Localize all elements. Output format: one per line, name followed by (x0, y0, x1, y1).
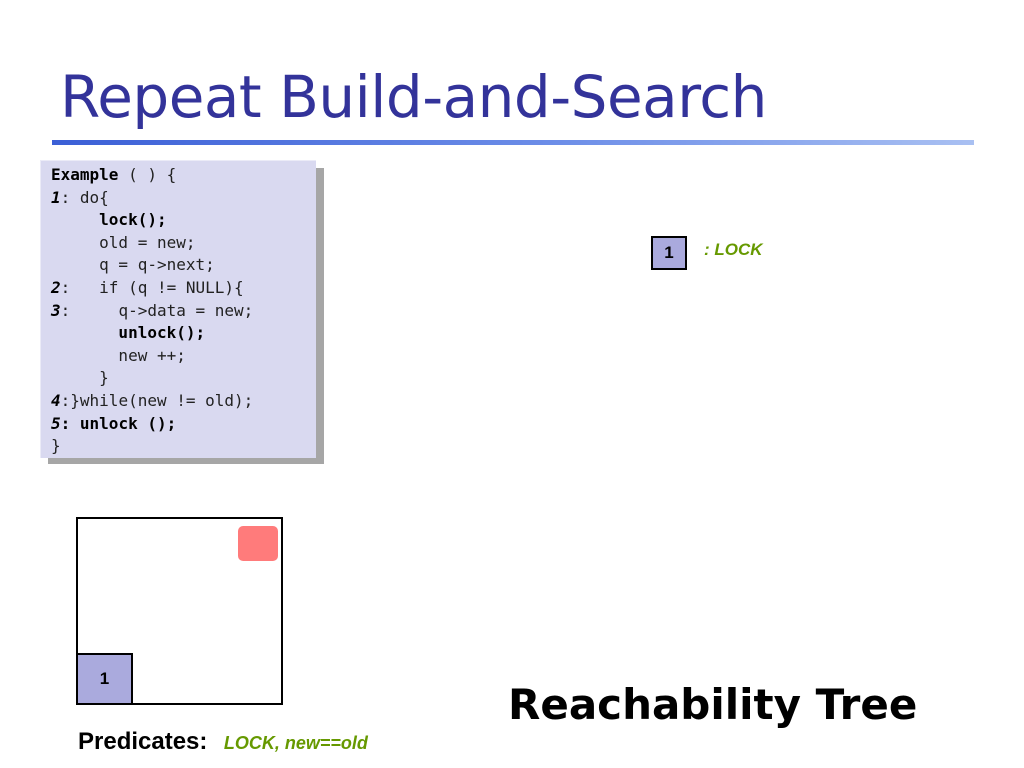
title-underline (52, 140, 974, 145)
code-text: } (51, 436, 61, 456)
code-text: old = new; (51, 232, 196, 252)
code-line: } (51, 367, 316, 390)
error-region (238, 526, 278, 561)
tree-node-label: 1 (664, 243, 674, 262)
code-line: lock(); (51, 209, 316, 232)
line-number: 5 (51, 413, 61, 433)
code-line: old = new; (51, 232, 316, 255)
line-number: 3 (51, 300, 61, 320)
abstract-state-1: 1 (78, 653, 133, 703)
code-line: q = q->next; (51, 254, 316, 277)
code-text: } (51, 368, 109, 388)
line-number: 2 (51, 277, 61, 297)
tree-node-1: 1 (651, 236, 687, 270)
code-line: new ++; (51, 345, 316, 368)
line-number: 4 (51, 390, 61, 410)
code-line: Example ( ) { (51, 164, 316, 187)
code-line: 5: unlock (); (51, 413, 316, 436)
code-text: :}while(new != old); (60, 390, 254, 410)
code-text: : unlock (); (60, 413, 177, 433)
code-line: 3: q->data = new; (51, 300, 316, 323)
code-line: 1: do{ (51, 187, 316, 210)
code-text: : do{ (60, 187, 109, 207)
code-text: unlock(); (51, 323, 206, 343)
predicates-values: LOCK, new==old (223, 733, 368, 753)
code-listing: Example ( ) { 1: do{ lock(); old = new; q… (40, 160, 316, 458)
code-line: 2: if (q != NULL){ (51, 277, 316, 300)
code-text: q = q->next; (51, 255, 215, 275)
code-text: : if (q != NULL){ (60, 277, 244, 297)
line-number: 1 (51, 187, 61, 207)
reachability-tree-title: Reachability Tree (508, 680, 918, 729)
slide-title: Repeat Build-and-Search (60, 63, 767, 131)
tree-node-annotation: : LOCK (704, 240, 763, 259)
code-line: } (51, 435, 316, 458)
predicates-label: Predicates: (78, 728, 208, 755)
predicates-line: Predicates: LOCK, new==old (78, 728, 368, 756)
state-space-region: 1 (76, 517, 283, 705)
abstract-state-label: 1 (99, 669, 110, 688)
code-text: : q->data = new; (60, 300, 254, 320)
code-text: new ++; (51, 345, 186, 365)
code-line: unlock(); (51, 322, 316, 345)
code-text: Example ( ) { (51, 165, 177, 184)
code-line: 4:}while(new != old); (51, 390, 316, 413)
code-text: lock(); (51, 210, 167, 230)
